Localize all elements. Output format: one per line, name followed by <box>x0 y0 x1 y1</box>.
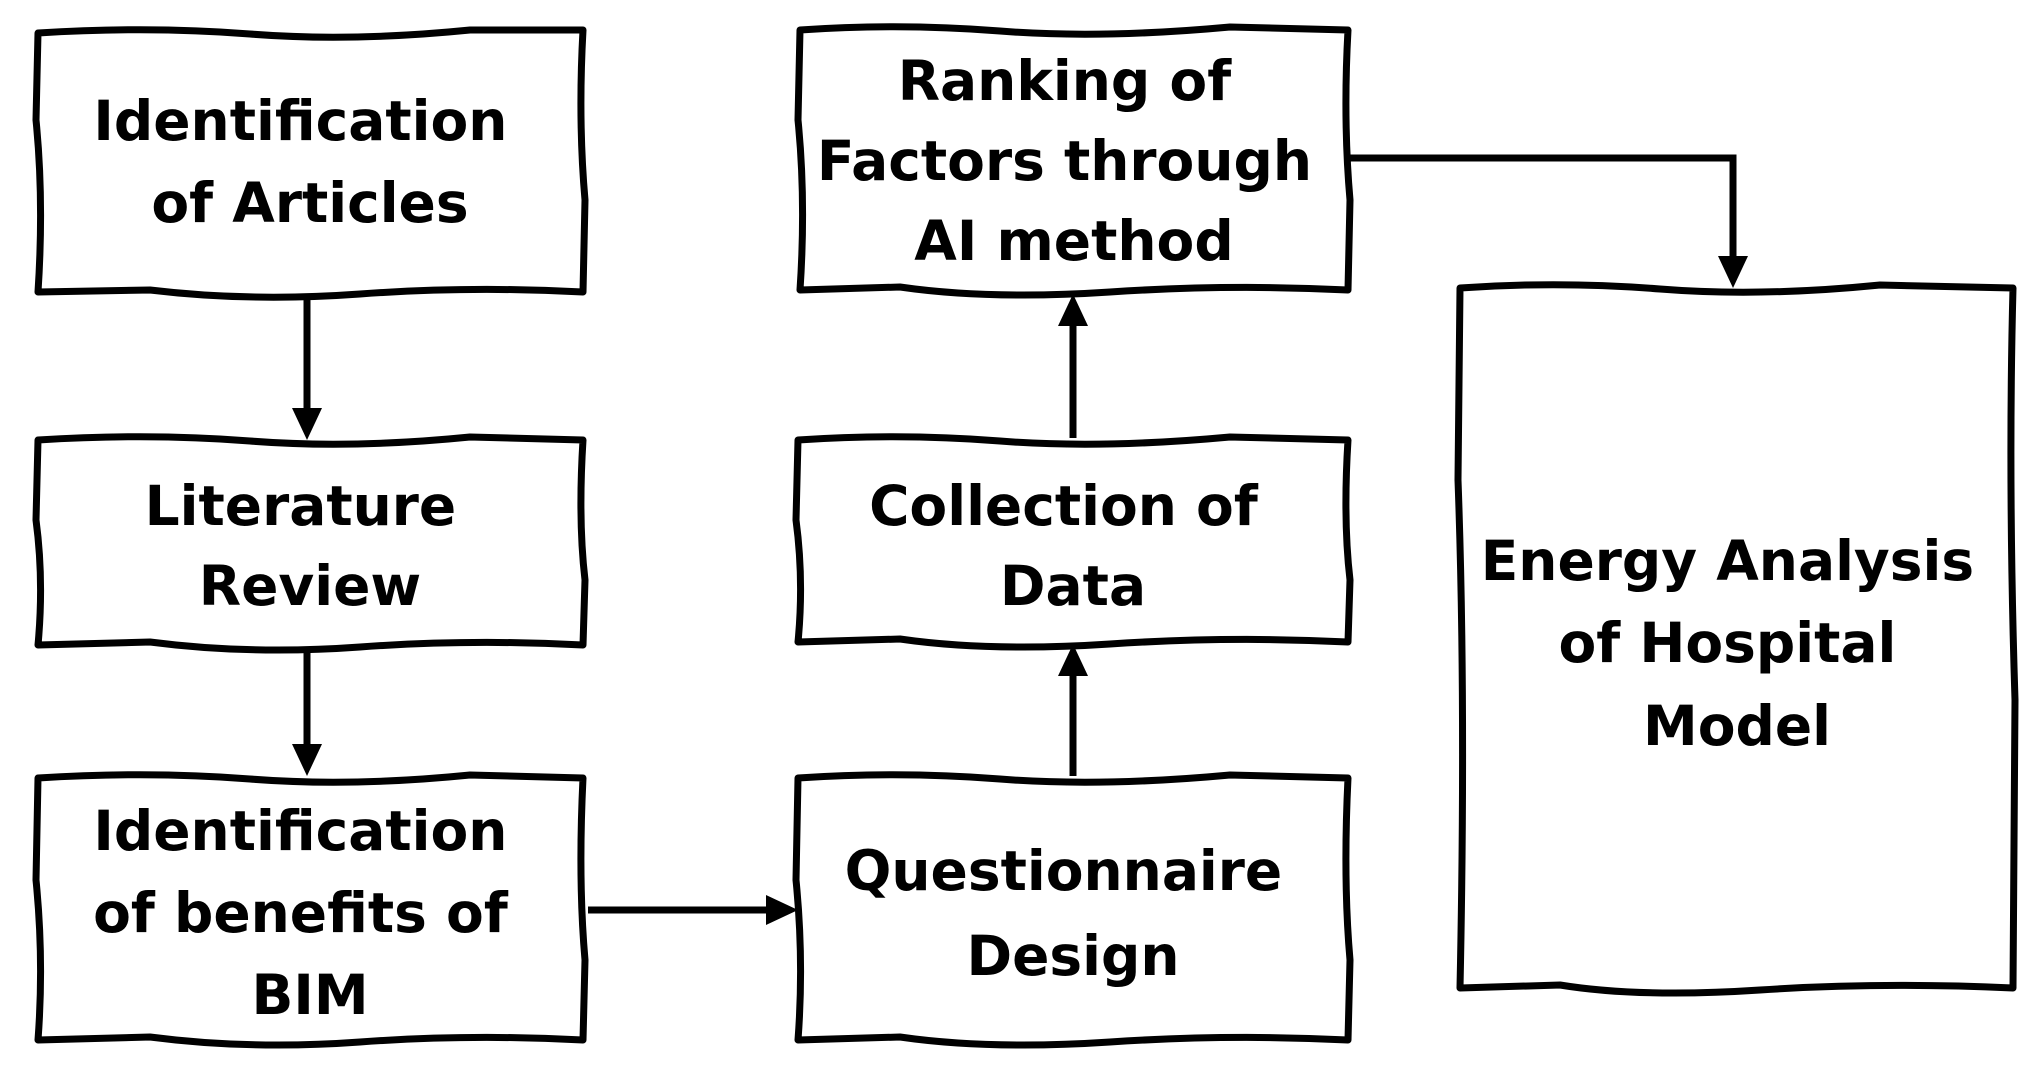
arrowhead-articles-to-review <box>292 408 322 440</box>
svg-text:Energy Analysis of Hospi: Energy Analysis of Hospital Model <box>1481 529 1994 758</box>
energy-analysis-line-3: Model <box>1643 694 1831 758</box>
arrowhead-collection-to-ranking <box>1058 294 1088 326</box>
identification-of-benefits-line-2: of benefits of <box>93 881 509 945</box>
svg-text:Collection of Data: Collection of Data <box>869 474 1277 618</box>
box-identification-of-articles: Identification of Articles <box>32 26 589 301</box>
identification-of-articles-line-1: Identification <box>93 89 507 153</box>
svg-text:Ranking of Factors throu: Ranking of Factors through AI method <box>817 49 1331 273</box>
svg-text:Questionnaire Design: Questionnaire Design <box>845 839 1302 988</box>
connectors <box>292 154 1748 925</box>
arrowhead-questionnaire-to-collection <box>1058 644 1088 676</box>
box-collection-of-data: Collection of Data <box>792 433 1354 651</box>
identification-of-benefits-line-1: Identification <box>93 799 507 863</box>
svg-text:Literature Review: Literature Review <box>145 474 476 618</box>
ranking-of-factors-line-3: AI method <box>914 209 1233 273</box>
ranking-of-factors-line-1: Ranking of <box>898 49 1233 113</box>
identification-of-benefits-line-3: BIM <box>251 963 368 1027</box>
svg-text:Identification of Articl: Identification of Articles <box>93 89 526 235</box>
box-identification-of-benefits-border <box>32 771 589 1049</box>
collection-of-data-line-2: Data <box>1000 554 1146 618</box>
svg-text:Identification of benefi: Identification of benefits of BIM <box>93 799 527 1027</box>
questionnaire-design-line-1: Questionnaire <box>845 839 1283 903</box>
box-questionnaire-design-border <box>792 771 1354 1049</box>
box-energy-analysis-border <box>1454 281 2019 997</box>
box-questionnaire-design: Questionnaire Design <box>792 771 1354 1049</box>
arrow-ranking-to-energy <box>1349 154 1737 260</box>
arrowhead-benefits-to-questionnaire <box>766 895 798 925</box>
literature-review-line-1: Literature <box>145 474 457 538</box>
box-energy-analysis: Energy Analysis of Hospital Model <box>1454 281 2019 997</box>
box-identification-of-benefits: Identification of benefits of BIM <box>32 771 589 1049</box>
box-literature-review: Literature Review <box>32 433 589 654</box>
ranking-of-factors-line-2: Factors through <box>817 129 1312 193</box>
energy-analysis-line-2: of Hospital <box>1558 611 1896 675</box>
literature-review-line-2: Review <box>199 554 421 618</box>
box-identification-of-articles-border <box>32 26 589 301</box>
box-ranking-of-factors: Ranking of Factors through AI method <box>794 23 1354 299</box>
identification-of-articles-line-2: of Articles <box>151 171 468 235</box>
questionnaire-design-line-2: Design <box>966 924 1179 988</box>
energy-analysis-line-1: Energy Analysis <box>1481 529 1974 593</box>
box-collection-of-data-border <box>792 433 1354 651</box>
collection-of-data-line-1: Collection of <box>869 474 1259 538</box>
arrowhead-ranking-to-energy <box>1718 256 1748 288</box>
arrowhead-review-to-benefits <box>292 744 322 776</box>
box-literature-review-border <box>32 433 589 654</box>
box-ranking-of-factors-border <box>794 23 1354 299</box>
